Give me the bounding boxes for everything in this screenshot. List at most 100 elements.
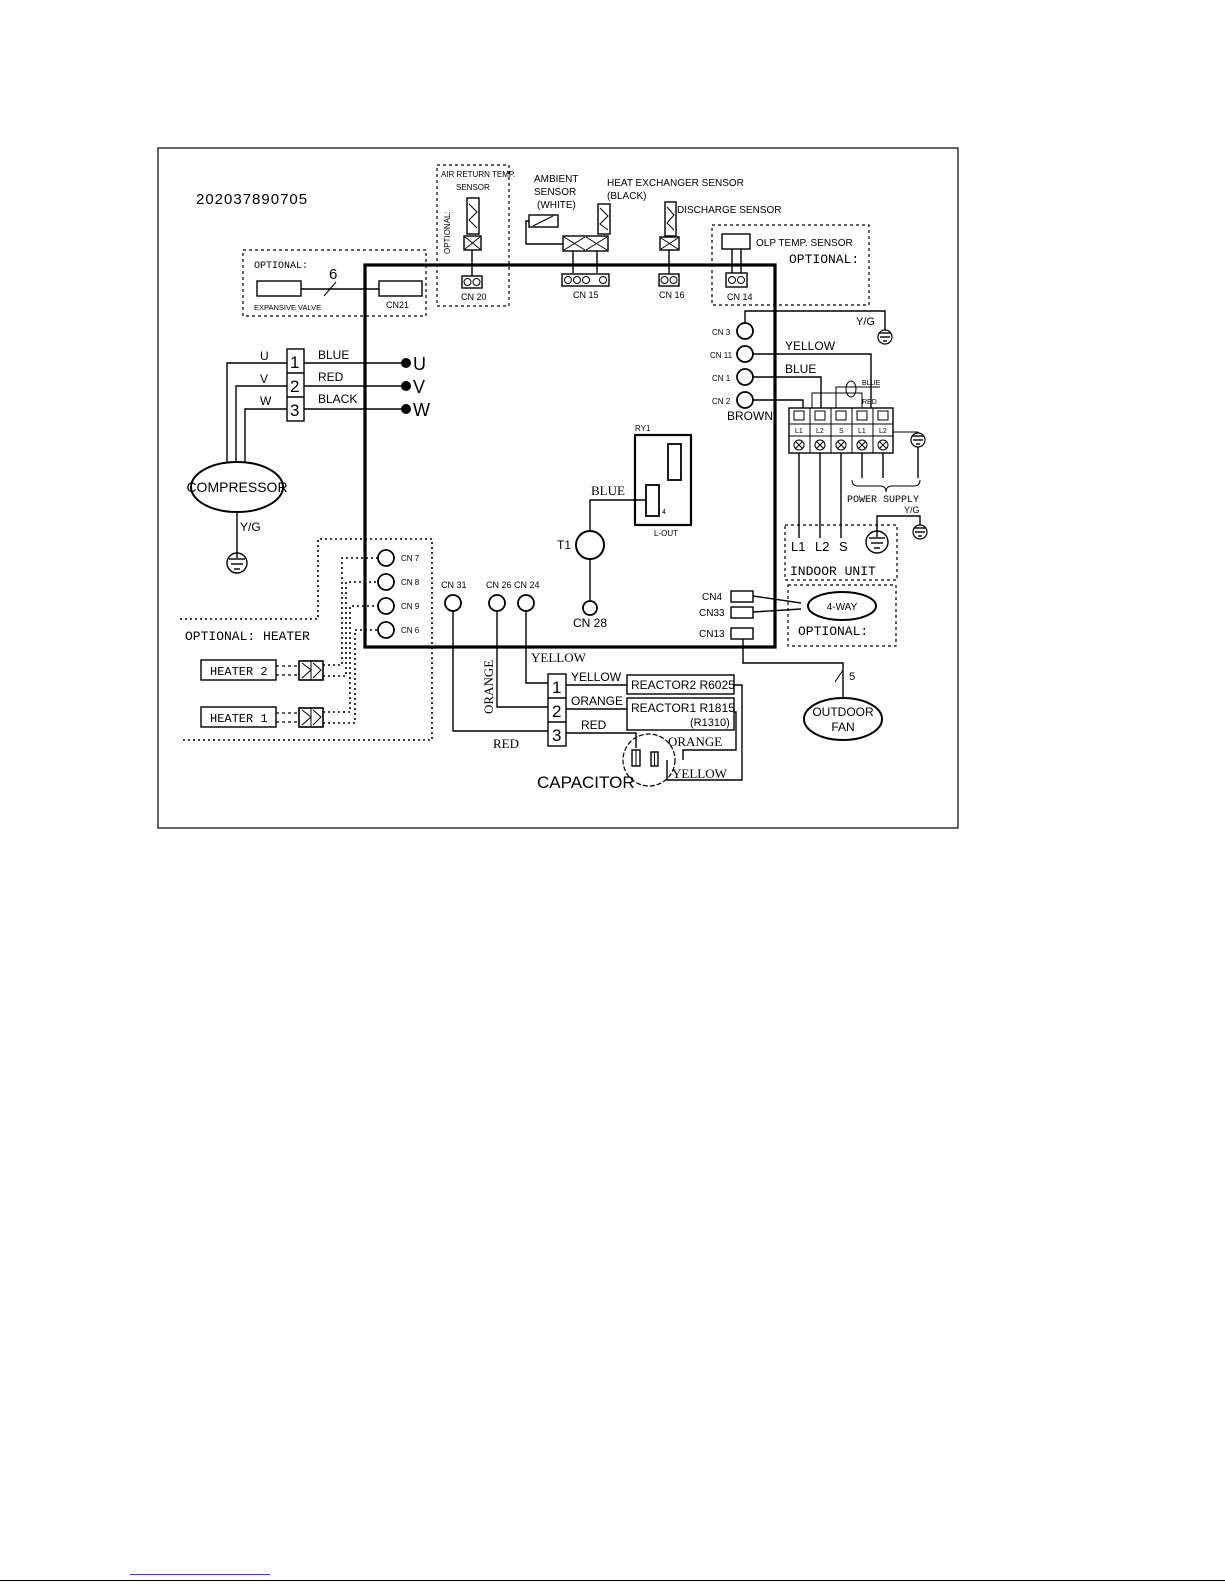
tb-top-l2-b: L2 [879, 428, 887, 435]
wire-yellow-cn11: YELLOW [785, 339, 836, 353]
cn2-connector [736, 391, 754, 409]
wire-red-cn31: RED [493, 736, 519, 751]
diagram-frame [157, 147, 959, 829]
cn3-label: CN 3 [712, 328, 731, 337]
main-board [363, 263, 777, 649]
four-way-label: 4-WAY [827, 602, 858, 613]
compressor-u-label: U [260, 349, 269, 363]
cn16-connector [658, 273, 680, 287]
indoor-ground-label: Y/G [904, 505, 920, 515]
cn26-label: CN 26 [486, 580, 512, 590]
four-way-valve-icon [807, 591, 877, 621]
compressor-terminal-2: 2 [290, 377, 299, 396]
expansive-valve-label: EXPANSIVE VALVE [254, 303, 321, 312]
compressor-terminal-strip [286, 348, 305, 422]
board-terminal-w-icon [401, 404, 411, 414]
optional-heater-label: OPTIONAL: HEATER [185, 629, 310, 644]
cn6-label: CN 6 [401, 626, 420, 635]
heater2-label: HEATER 2 [210, 665, 268, 679]
expansive-valve-optional-box [242, 249, 427, 317]
doc-code: 202037890705 [196, 191, 308, 208]
ry1-coil-icon [667, 443, 682, 481]
expansive-valve-icon [256, 280, 302, 297]
olp-sensor-icon [721, 233, 751, 250]
reactor1-alt-label: (R1310) [690, 717, 730, 729]
heater1-relay-icon [298, 707, 324, 728]
olp-optional-box [711, 224, 870, 306]
compressor-ground-label: Y/G [240, 520, 261, 534]
outdoor-fan-label-2: FAN [831, 720, 854, 734]
cn20-connector [461, 275, 483, 289]
indoor-unit-l2: L2 [815, 539, 829, 554]
outdoor-fan-label-1: OUTDOOR [812, 705, 874, 719]
t1-transformer-icon [575, 530, 605, 560]
cn33-connector [730, 606, 754, 619]
wire-black-w: BLACK [318, 392, 357, 406]
heater2-relay-icon [298, 660, 324, 681]
cn15-connector [561, 273, 610, 287]
wire-yellow-reactor2: YELLOW [571, 670, 622, 684]
wire-red-v: RED [318, 370, 344, 384]
compressor-w-label: W [260, 394, 272, 408]
reactor1-label: REACTOR1 R1815 [631, 701, 735, 715]
wire-yellow-capacitor: YELLOW [672, 766, 728, 781]
outdoor-fan-icon [803, 697, 883, 741]
compressor-wire-w [244, 408, 287, 462]
ry1-contact-icon [645, 484, 660, 517]
board-terminal-u-icon [401, 358, 411, 368]
cn3-ground-label: Y/G [856, 316, 875, 328]
cn24-connector [517, 594, 535, 612]
board-terminal-u: U [413, 354, 426, 374]
board-terminal-w: W [413, 400, 430, 420]
cn21-connector [378, 280, 423, 297]
wire-orange-cn26: ORANGE [481, 660, 496, 714]
wire-red-small: RED [862, 399, 877, 406]
indoor-unit-label: INDOOR UNIT [790, 564, 876, 579]
cn3-ground-icon [877, 329, 893, 345]
reactor1-box [626, 697, 735, 731]
wire-blue-u: BLUE [318, 348, 349, 362]
heater-optional-border [180, 538, 433, 741]
cn7-connector [377, 549, 395, 567]
cn2-label: CN 2 [712, 397, 731, 406]
tb-top-l1-a: L1 [795, 428, 803, 435]
cn14-label: CN 14 [727, 292, 753, 302]
cn3-connector [736, 322, 754, 340]
cn31-label: CN 31 [441, 580, 467, 590]
compressor-wire-v [235, 385, 287, 462]
cn8-connector [377, 573, 395, 591]
wire-brown-cn2: BROWN [727, 409, 773, 423]
cn31-connector [444, 594, 462, 612]
ambient-label-1: AMBIENT [534, 174, 578, 185]
capacitor-label: CAPACITOR [537, 773, 635, 792]
cn14-connector [725, 272, 748, 288]
tb-top-s: S [839, 428, 844, 435]
reactor2-label: REACTOR2 R6025 [631, 678, 735, 692]
power-ground-icon [910, 432, 926, 448]
wire-blue-cn1: BLUE [785, 362, 816, 376]
cn13-connector [730, 627, 754, 640]
air-return-optional-label: OPTIONAL: [443, 211, 452, 254]
capacitor-icon [622, 733, 676, 787]
discharge-label: DISCHARGE SENSOR [677, 205, 781, 216]
compressor-label: COMPRESSOR [186, 479, 287, 495]
four-way-optional-label: OPTIONAL: [798, 624, 868, 639]
cn4-connector [730, 590, 754, 603]
discharge-sensor-icon [659, 201, 680, 274]
heater1-box [200, 706, 277, 728]
power-supply-brace [851, 479, 921, 493]
cn6-connector [377, 621, 395, 639]
board-terminal-v: V [413, 377, 425, 397]
compressor-v-label: V [260, 372, 268, 386]
olp-label: OLP TEMP. SENSOR [756, 238, 853, 249]
cn26-connector [488, 594, 506, 612]
cn1-connector [736, 368, 754, 386]
tb-top-l1-b: L1 [858, 428, 866, 435]
cn24-label: CN 24 [514, 580, 540, 590]
cn15-label: CN 15 [573, 290, 599, 300]
indoor-ground-icon [865, 530, 889, 554]
wire-orange-reactor1: ORANGE [571, 694, 623, 708]
cap-terminal-2: 2 [552, 702, 561, 721]
cn21-label: CN21 [386, 300, 409, 310]
cn20-label: CN 20 [461, 292, 487, 302]
